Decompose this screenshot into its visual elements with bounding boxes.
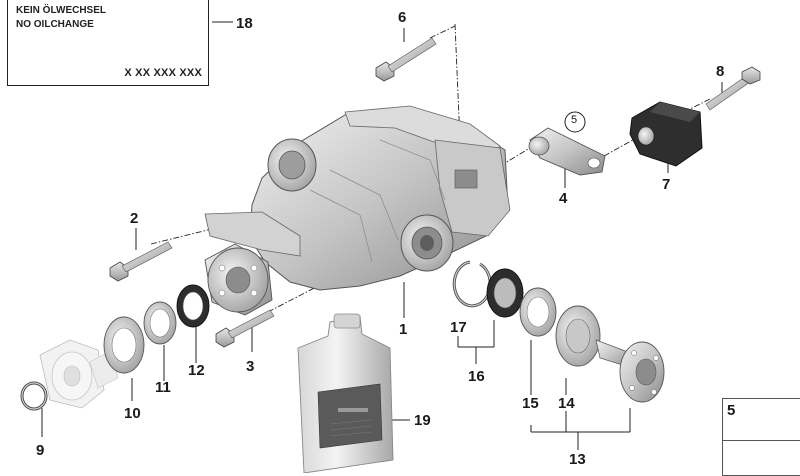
callout-17: 17 xyxy=(450,319,467,336)
legend-box xyxy=(722,398,800,442)
label-line-german: KEIN ÖLWECHSEL xyxy=(16,5,107,16)
callout-16: 16 xyxy=(468,368,485,385)
bolt-2 xyxy=(109,241,173,282)
bolt-8 xyxy=(705,66,761,111)
output-flange-left xyxy=(204,243,273,316)
washer-15 xyxy=(519,287,557,337)
circlip-9 xyxy=(20,381,48,411)
label-line-english: NO OILCHANGE xyxy=(16,19,94,30)
callout-9: 9 xyxy=(36,442,45,459)
callout-18: 18 xyxy=(236,15,253,32)
callout-7: 7 xyxy=(662,176,671,193)
rubber-mount-7 xyxy=(629,101,703,167)
legend-callout-5: 5 xyxy=(727,402,736,419)
snap-ring-17 xyxy=(452,260,492,308)
output-flange-shaft xyxy=(555,305,665,403)
callout-19: 19 xyxy=(414,412,431,429)
differential-housing xyxy=(204,105,511,291)
callout-5: 5 xyxy=(571,114,578,126)
bolt-3 xyxy=(215,309,275,348)
no-oilchange-label: KEIN ÖLWECHSEL NO OILCHANGE X XX XXX XXX xyxy=(7,0,209,86)
callout-13: 13 xyxy=(569,451,586,468)
callout-12: 12 xyxy=(188,362,205,379)
shaft-seal-16 xyxy=(486,268,524,318)
bolt-6 xyxy=(375,37,437,82)
callout-3: 3 xyxy=(246,358,255,375)
shim-ring-11 xyxy=(143,301,177,345)
label-part-code: X XX XXX XXX xyxy=(124,67,202,79)
legend-box-bottom xyxy=(722,440,800,476)
callout-1: 1 xyxy=(399,321,408,338)
callout-8: 8 xyxy=(716,63,725,80)
callout-11: 11 xyxy=(155,379,171,396)
callout-2: 2 xyxy=(130,210,139,227)
callout-15: 15 xyxy=(522,395,539,412)
washer-10 xyxy=(103,316,145,374)
callout-circle-5 xyxy=(564,111,586,133)
callout-10: 10 xyxy=(124,405,141,422)
callout-6: 6 xyxy=(398,9,407,26)
shaft-seal-12 xyxy=(176,284,210,328)
mount-bracket-4 xyxy=(528,127,606,176)
callout-4: 4 xyxy=(559,190,568,207)
oil-bottle-19 xyxy=(297,313,394,473)
leader-lines xyxy=(41,21,723,450)
callout-14: 14 xyxy=(558,395,575,412)
